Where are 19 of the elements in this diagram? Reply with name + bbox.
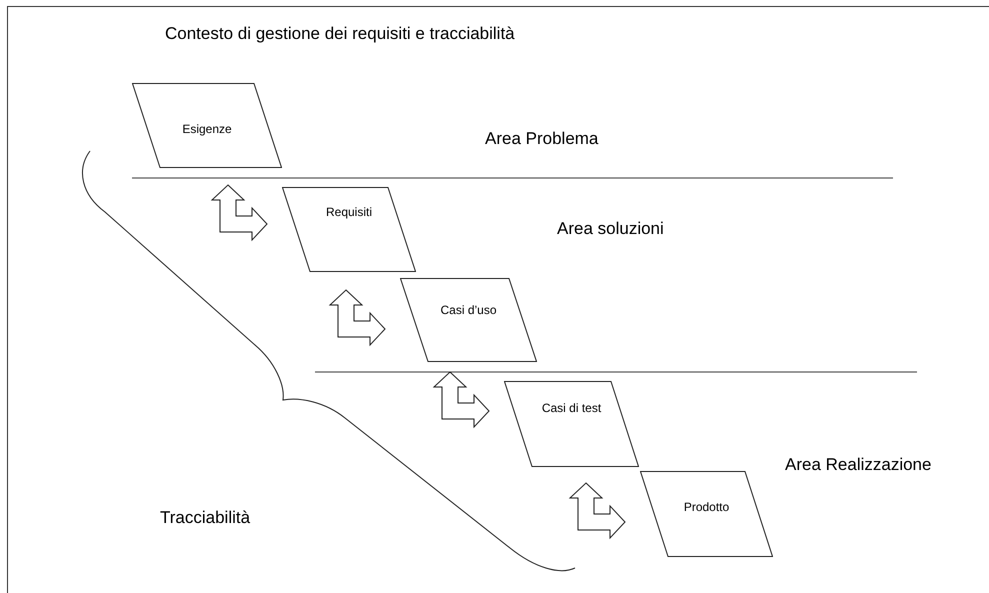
area-label: Area Realizzazione bbox=[785, 454, 932, 476]
box-label: Casi d’uso bbox=[439, 303, 498, 317]
box-label: Esigenze bbox=[181, 122, 233, 136]
box-label: Casi di test bbox=[540, 401, 602, 415]
parallelogram-box bbox=[640, 471, 773, 557]
bent-double-arrow bbox=[328, 289, 386, 346]
area-label: Area soluzioni bbox=[557, 218, 665, 240]
parallelogram-box bbox=[132, 83, 282, 168]
title: Contesto di gestione dei requisiti e tracciabilità bbox=[165, 23, 515, 45]
area-label: Area Problema bbox=[485, 128, 600, 150]
box-label: Requisiti bbox=[324, 205, 374, 219]
parallelogram-box bbox=[282, 187, 416, 272]
parallelogram-box bbox=[400, 278, 537, 362]
bent-double-arrow bbox=[432, 371, 490, 428]
bent-double-arrow bbox=[210, 184, 268, 242]
area-label: Tracciabilità bbox=[160, 507, 252, 529]
box-label: Prodotto bbox=[682, 500, 730, 514]
parallelogram-box bbox=[504, 381, 639, 467]
bent-double-arrow bbox=[568, 482, 626, 540]
